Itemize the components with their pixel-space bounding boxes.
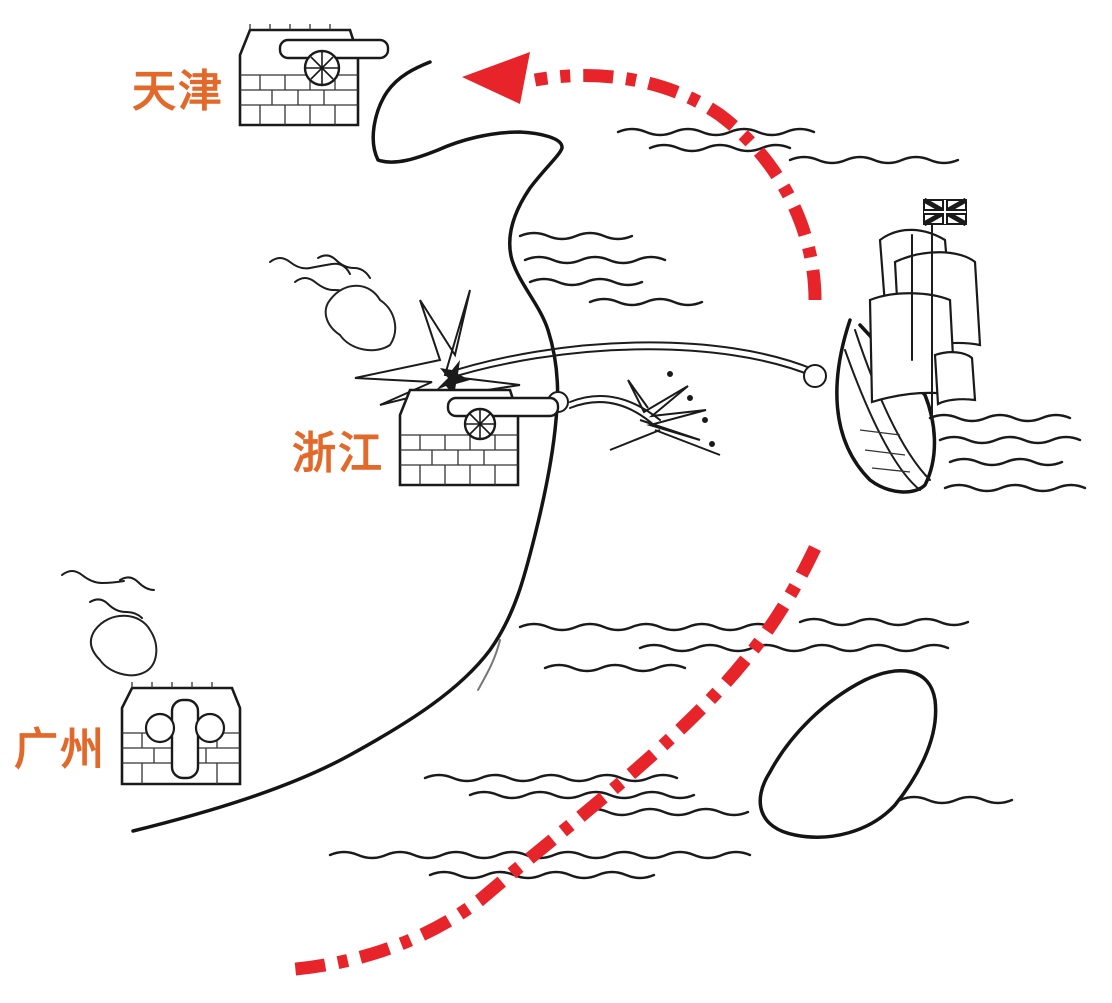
city-label-guangzhou: 广州 bbox=[14, 724, 106, 775]
sea-waves bbox=[328, 127, 1087, 880]
route-south bbox=[284, 545, 821, 977]
fort-tianjin bbox=[238, 24, 390, 127]
smoke-plume-zhejiang bbox=[269, 254, 397, 352]
island bbox=[758, 669, 938, 839]
coastline bbox=[131, 60, 564, 833]
city-label-zhejiang: 浙江 bbox=[292, 428, 384, 479]
cannon-icon bbox=[170, 698, 200, 780]
arrowhead-icon bbox=[462, 52, 530, 104]
fort-guangzhou bbox=[120, 682, 242, 786]
water-splash bbox=[609, 371, 721, 456]
fort-zhejiang bbox=[398, 388, 560, 487]
smoke-plume-guangzhou bbox=[61, 570, 158, 677]
route-arrow-north bbox=[462, 52, 822, 301]
city-label-tianjin: 天津 bbox=[132, 66, 224, 117]
cannon-icon bbox=[446, 396, 560, 418]
union-jack-flag-icon bbox=[922, 197, 968, 227]
sailing-warship-icon bbox=[835, 197, 982, 494]
